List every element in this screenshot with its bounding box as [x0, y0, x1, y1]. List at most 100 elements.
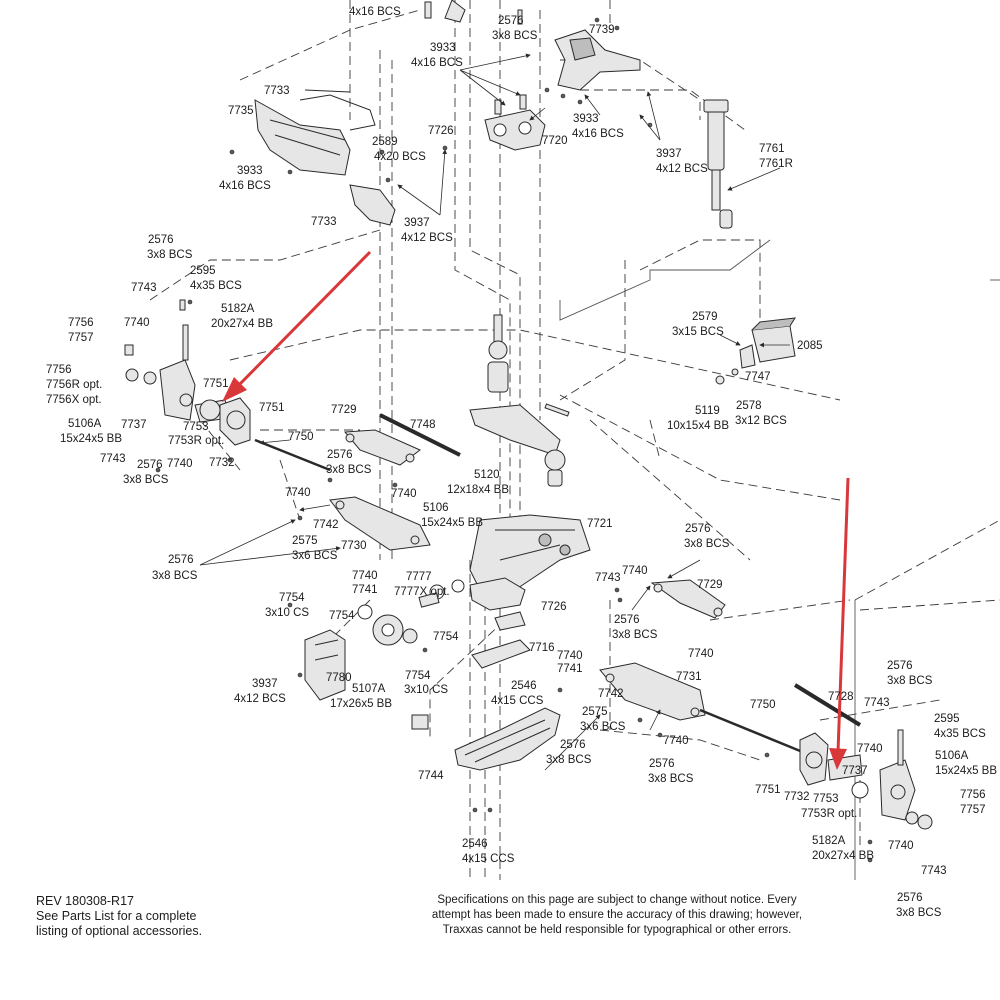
part-label: 17x26x5 BB: [330, 698, 392, 710]
part-label: 7753R opt.: [168, 435, 224, 447]
part-label: 7751: [755, 784, 781, 796]
part-label: 7729: [697, 579, 723, 591]
part-label: 4x35 BCS: [934, 728, 986, 740]
part-label: 7743: [595, 572, 621, 584]
part-label: 4x12 BCS: [234, 693, 286, 705]
part-label: 7754: [405, 670, 431, 682]
diff-housing-part: [469, 577, 526, 611]
part-label: 3x8 BCS: [684, 538, 730, 550]
part-label: 7777X opt.: [394, 586, 450, 598]
part-label: 7740: [285, 487, 311, 499]
parts-list-note-line-2: listing of optional accessories.: [36, 924, 203, 938]
part-label: 7728: [828, 691, 854, 703]
part-label: 3937: [404, 217, 430, 229]
part-label: 3933: [573, 113, 599, 125]
part-label: 4x12 BCS: [401, 232, 453, 244]
part-label: 7731: [676, 671, 702, 683]
part-labels: 4x16 BCS 2576 3x8 BCS 7739 3933 4x16 BCS…: [46, 6, 997, 919]
part-label: 7741: [352, 584, 378, 596]
part-label: 7761: [759, 143, 785, 155]
part-label: 7730: [341, 540, 367, 552]
part-label: 7780: [326, 672, 352, 684]
part-label: 7733: [311, 216, 337, 228]
part-label: 3937: [656, 148, 682, 160]
part-label: 2575: [292, 535, 318, 547]
part-label: 7740: [622, 565, 648, 577]
parts-list-note-line-1: See Parts List for a complete: [36, 909, 197, 923]
part-label: 3x8 BCS: [612, 629, 658, 641]
part-label: 7756X opt.: [46, 394, 102, 406]
right-red-arrow: [836, 477, 850, 753]
part-label: 7750: [750, 699, 776, 711]
part-label: 7742: [313, 519, 339, 531]
part-label: 7743: [864, 697, 890, 709]
part-label: 7726: [541, 601, 567, 613]
part-label: 5182A: [221, 303, 255, 315]
part-label: 7757: [960, 804, 986, 816]
part-label: 2576: [649, 758, 675, 770]
part-label: 3933: [430, 42, 456, 54]
steering-assembly-part: [469, 314, 570, 487]
part-label: 3x8 BCS: [648, 773, 694, 785]
upper-arm-right-part: [650, 579, 726, 619]
disclaimer-line-2: attempt has been made to ensure the accu…: [431, 909, 803, 921]
left-knuckle-part: [124, 299, 196, 421]
part-label: 7751: [259, 402, 285, 414]
part-label: 7756: [46, 364, 72, 376]
right-carrier-part: [799, 732, 829, 786]
turnbuckle-right-part: [793, 683, 862, 727]
part-label: 5106A: [68, 418, 102, 430]
revision-note: REV 180308-R17 See Parts List for a comp…: [36, 894, 202, 939]
part-label: 7751: [203, 378, 229, 390]
part-label: 2085: [797, 340, 823, 352]
part-label: 2576: [137, 459, 163, 471]
part-label: 7735: [228, 105, 254, 117]
part-label: 20x27x4 BB: [211, 318, 273, 330]
part-label: 2595: [934, 713, 960, 725]
disclaimer: Specifications on this page are subject …: [402, 893, 832, 938]
part-label: 7761R: [759, 158, 793, 170]
part-label: 7740: [391, 488, 417, 500]
lower-arm-right-part: [599, 662, 706, 721]
frame-lines: [559, 239, 1000, 880]
part-label: 7716: [529, 642, 555, 654]
disclaimer-line-3: Traxxas cannot be held responsible for t…: [442, 924, 792, 936]
part-label: 7740: [167, 458, 193, 470]
part-label: 3x8 BCS: [492, 30, 538, 42]
disclaimer-line-1: Specifications on this page are subject …: [437, 894, 797, 906]
part-label: 3x10 CS: [404, 684, 448, 696]
part-label: 2575: [582, 706, 608, 718]
part-label: 2576: [685, 523, 711, 535]
part-label: 7744: [418, 770, 444, 782]
body-mount-part: [554, 29, 641, 91]
bulkhead-part: [484, 94, 546, 151]
turnbuckle-part: [379, 413, 461, 457]
part-label: 2576: [887, 660, 913, 672]
fasteners: [155, 17, 873, 863]
part-label: 2576: [498, 15, 524, 27]
part-label: 3x8 BCS: [152, 570, 198, 582]
part-label: 4x12 BCS: [656, 163, 708, 175]
part-label: 2576: [168, 554, 194, 566]
part-label: 3x12 BCS: [735, 415, 787, 427]
part-label: 7743: [131, 282, 157, 294]
part-label: 2576: [897, 892, 923, 904]
red-callout-arrows: [222, 250, 850, 770]
part-label: 7741: [557, 663, 583, 675]
part-label: 3x8 BCS: [887, 675, 933, 687]
part-label: 4x16 BCS: [349, 6, 401, 18]
part-label: 4x20 BCS: [374, 151, 426, 163]
lower-arm-left-part: [329, 496, 431, 551]
diff-gear-part: [372, 614, 418, 646]
part-label: 7740: [663, 735, 689, 747]
gearbox-part: [304, 629, 346, 701]
part-label: 2576: [560, 739, 586, 751]
left-red-arrowhead: [222, 377, 247, 402]
part-label: 7754: [279, 592, 305, 604]
shock-part: [703, 99, 733, 229]
right-red-arrowhead: [829, 748, 847, 770]
part-label: 5120: [474, 469, 500, 481]
bumper-part: [254, 89, 376, 176]
part-label: 4x35 BCS: [190, 280, 242, 292]
part-label: 3937: [252, 678, 278, 690]
